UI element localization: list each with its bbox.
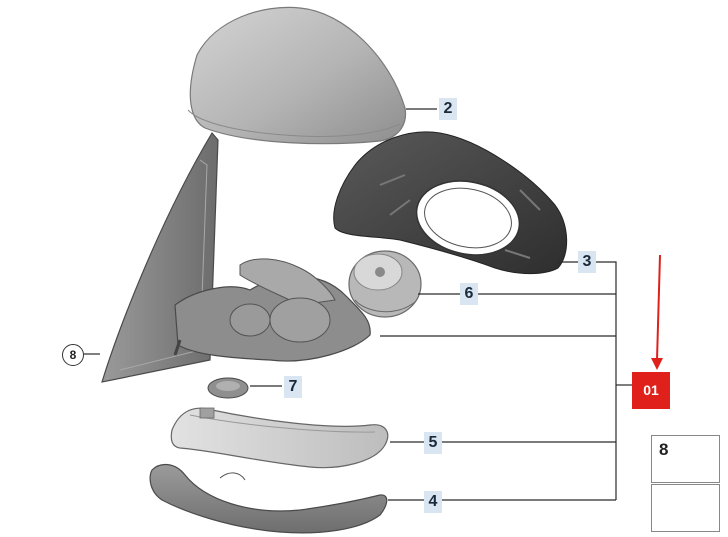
callout-label-4: 4 <box>424 491 442 513</box>
mirror-base-housing-part <box>173 258 371 362</box>
callout-label-2: 2 <box>439 98 457 120</box>
red-arrow <box>651 254 663 370</box>
leader-trunk <box>558 261 617 500</box>
mirror-motor-part <box>348 250 422 318</box>
callout-label-7: 7 <box>284 376 302 398</box>
turn-signal-part <box>170 407 389 469</box>
callout-label-6: 6 <box>460 283 478 305</box>
small-cover-part <box>207 377 249 399</box>
callout-circle-8: 8 <box>62 344 84 366</box>
callout-label-3: 3 <box>578 251 596 273</box>
fastener-label: 8 <box>659 440 669 459</box>
callout-label-5: 5 <box>424 432 442 454</box>
symbol-box[interactable] <box>651 484 720 532</box>
fastener-box[interactable]: 8 <box>651 435 720 483</box>
part-badge[interactable]: 01 <box>632 372 670 409</box>
lower-cover-part <box>149 464 388 534</box>
mirror-cap-part <box>187 6 407 145</box>
mirror-frame-part <box>333 131 568 275</box>
